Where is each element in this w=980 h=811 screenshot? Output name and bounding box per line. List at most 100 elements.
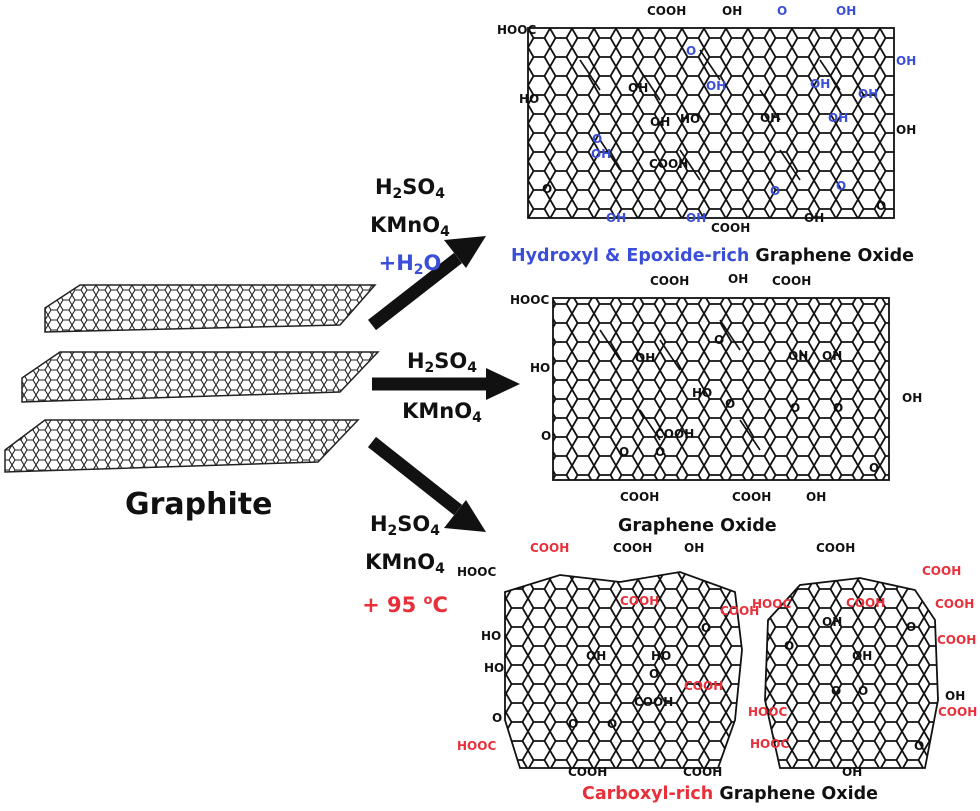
- group-label: OH: [722, 4, 743, 18]
- group-label: O: [542, 182, 553, 196]
- reagent-kmno4: KMnO4: [365, 550, 445, 577]
- group-label: OH: [842, 765, 863, 779]
- group-label: O: [701, 621, 712, 635]
- group-label: COOH: [935, 597, 975, 611]
- group-label: HOOC: [510, 293, 550, 307]
- caption-top-rest: Graphene Oxide: [749, 246, 915, 266]
- group-label: O: [836, 179, 847, 193]
- group-label: COOH: [655, 427, 695, 441]
- group-label: O: [906, 620, 917, 634]
- group-label: COOH: [634, 695, 674, 709]
- group-label: OH: [706, 79, 727, 93]
- group-label: OH: [760, 111, 781, 125]
- group-label: COOH: [683, 765, 723, 779]
- group-label: O: [649, 667, 660, 681]
- group-label: COOH: [772, 274, 812, 288]
- group-label: OH: [650, 115, 671, 129]
- graphite-layers: [4, 284, 380, 473]
- group-label: COOH: [846, 596, 886, 610]
- reagent-h2so4: H2SO4: [369, 512, 441, 539]
- arrow-bottom-shaft: [367, 436, 463, 516]
- graphite-layer-3: [4, 419, 360, 473]
- group-label: HOOC: [748, 705, 788, 719]
- group-label: OH: [896, 54, 917, 68]
- group-label: O: [790, 401, 801, 415]
- reagent-h2so4: H2SO4: [374, 175, 446, 202]
- conditions-top: H2SO4 KMnO4 +H2O: [360, 172, 460, 286]
- group-label: O: [914, 739, 925, 753]
- caption-bottom: Carboxyl-rich Graphene Oxide: [582, 784, 878, 804]
- group-label: OH: [635, 351, 656, 365]
- group-label: OH: [728, 272, 749, 286]
- graphite-layer-2: [21, 351, 380, 403]
- group-label: COOH: [922, 564, 962, 578]
- group-label: HOOC: [752, 597, 792, 611]
- group-label: COOH: [620, 594, 660, 608]
- group-label: O: [869, 461, 880, 475]
- caption-top: Hydroxyl & Epoxide-rich Graphene Oxide: [511, 246, 914, 266]
- group-label: COOH: [816, 541, 856, 555]
- group-label: O: [833, 401, 844, 415]
- group-label: O: [777, 4, 788, 18]
- group-label: OH: [806, 490, 827, 504]
- arrow-top-shaft: [368, 252, 462, 331]
- group-label: O: [607, 717, 618, 731]
- group-label: COOH: [720, 604, 760, 618]
- group-label: OH: [606, 211, 627, 225]
- group-label: OH: [788, 349, 809, 363]
- group-label: OH: [822, 615, 843, 629]
- molecule-top: [527, 27, 895, 219]
- group-label: OH: [836, 4, 857, 18]
- group-label: O: [619, 445, 630, 459]
- group-label: COOH: [938, 705, 978, 719]
- group-label: COOH: [937, 633, 977, 647]
- group-label: O: [770, 184, 781, 198]
- group-label: O: [725, 397, 736, 411]
- caption-bottom-highlight: Carboxyl-rich: [582, 784, 714, 804]
- reagent-heat: + 95 oC: [362, 593, 448, 617]
- group-label: HO: [651, 649, 672, 663]
- caption-top-highlight: Hydroxyl & Epoxide-rich: [511, 246, 750, 266]
- arrow-top-head: [444, 236, 486, 268]
- conditions-middle: H2SO4 KMnO4: [392, 346, 492, 434]
- group-label: OH: [945, 689, 966, 703]
- group-label: O: [876, 199, 887, 213]
- group-label: HO: [692, 386, 713, 400]
- molecule-bottom-right: [764, 577, 939, 769]
- group-label: HOOC: [750, 737, 790, 751]
- graphite-label: Graphite: [125, 487, 273, 522]
- caption-bottom-rest: Graphene Oxide: [713, 784, 878, 804]
- group-label: HOOC: [457, 565, 497, 579]
- group-label: OH: [858, 87, 879, 101]
- group-label: COOH: [684, 679, 724, 693]
- group-label: O: [831, 684, 842, 698]
- group-label: COOH: [711, 221, 751, 235]
- group-label: O: [492, 711, 503, 725]
- group-label: COOH: [530, 541, 570, 555]
- caption-middle: Graphene Oxide: [618, 516, 777, 536]
- group-label: OH: [686, 211, 707, 225]
- group-label: OH: [586, 649, 607, 663]
- group-label: COOH: [647, 4, 687, 18]
- group-label: HO: [680, 112, 701, 126]
- group-label: HO: [481, 629, 502, 643]
- group-label: COOH: [650, 274, 690, 288]
- group-label: COOH: [732, 490, 772, 504]
- group-label: OH: [591, 147, 612, 161]
- reagent-h2so4: H2SO4: [406, 349, 478, 376]
- group-label: HOOC: [457, 739, 497, 753]
- group-label: OH: [804, 211, 825, 225]
- group-label: COOH: [649, 157, 689, 171]
- group-label: O: [541, 429, 552, 443]
- reaction-arrows: [367, 236, 520, 532]
- group-label: O: [655, 445, 666, 459]
- group-label: OH: [628, 81, 649, 95]
- group-label: O: [858, 684, 869, 698]
- group-label: O: [714, 333, 725, 347]
- group-label: O: [592, 132, 603, 146]
- group-label: HO: [530, 361, 551, 375]
- graphite-layer-1: [44, 284, 377, 333]
- group-label: O: [784, 639, 795, 653]
- reagent-water: +H2O: [378, 251, 442, 278]
